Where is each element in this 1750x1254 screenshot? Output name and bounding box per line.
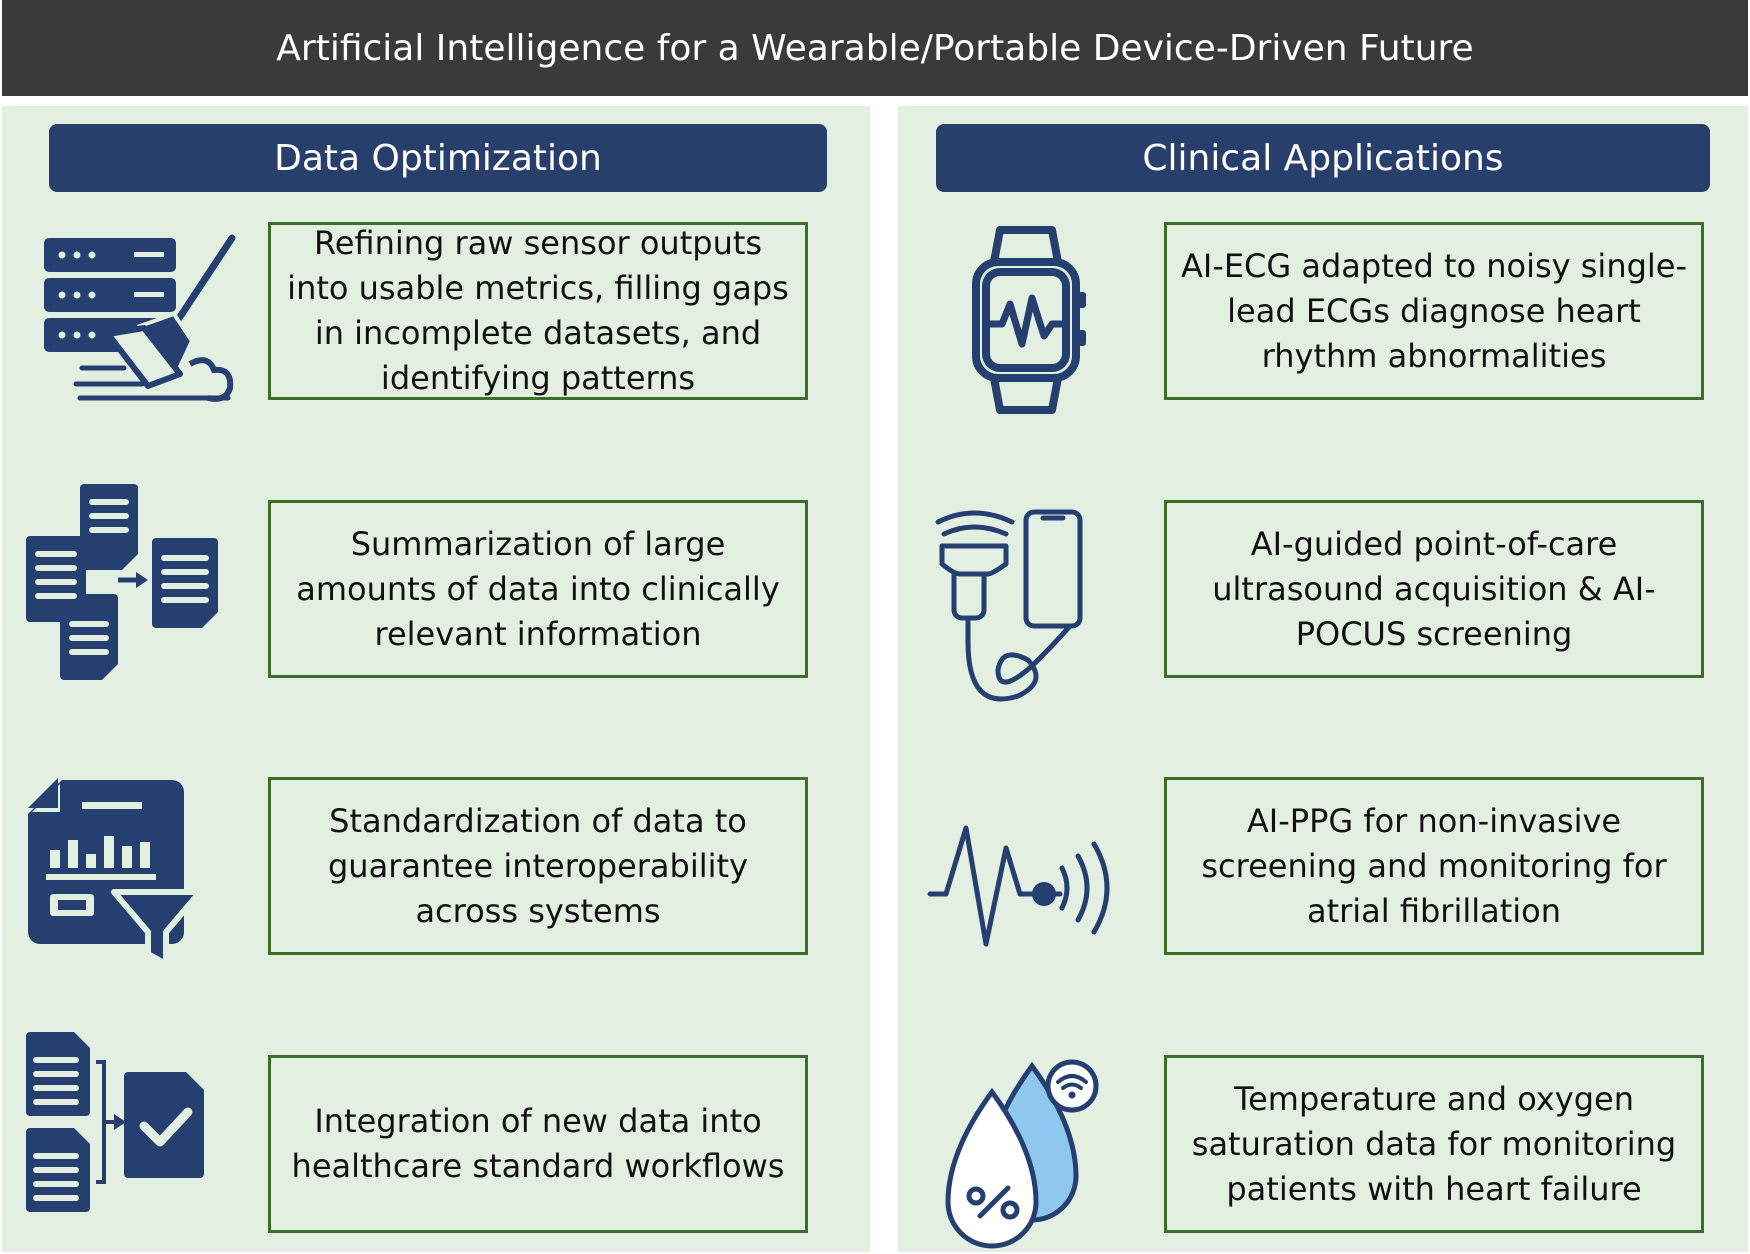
database-broom-icon [22, 216, 262, 436]
data-optimization-item-2: Summarization of large amounts of data i… [268, 500, 808, 678]
ultrasound-probe-phone-icon [928, 506, 1168, 726]
clinical-applications-header: Clinical Applications [936, 124, 1710, 192]
clinical-applications-item-1: AI-ECG adapted to noisy single-lead ECGs… [1164, 222, 1704, 400]
data-optimization-header: Data Optimization [49, 124, 827, 192]
documents-checkmark-icon [22, 1024, 262, 1244]
droplets-wifi-icon [928, 1050, 1168, 1254]
clinical-applications-item-2: AI-guided point-of-care ultrasound acqui… [1164, 500, 1704, 678]
clinical-applications-item-3: AI-PPG for non-invasive screening and mo… [1164, 777, 1704, 955]
report-filter-icon [22, 772, 262, 992]
data-optimization-item-3: Standardization of data to guarantee int… [268, 777, 808, 955]
data-optimization-panel: Data Optimization Refining raw sensor ou… [2, 106, 870, 1252]
clinical-applications-panel: Clinical Applications AI-ECG adapted to … [898, 106, 1748, 1252]
clinical-applications-item-4: Temperature and oxygen saturation data f… [1164, 1055, 1704, 1233]
documents-summary-icon [22, 476, 262, 696]
page-title: Artificial Intelligence for a Wearable/P… [2, 0, 1748, 96]
smartwatch-ecg-icon [898, 220, 1138, 440]
data-optimization-item-1: Refining raw sensor outputs into usable … [268, 222, 808, 400]
data-optimization-item-4: Integration of new data into healthcare … [268, 1055, 808, 1233]
pulse-signal-icon [898, 776, 1138, 996]
